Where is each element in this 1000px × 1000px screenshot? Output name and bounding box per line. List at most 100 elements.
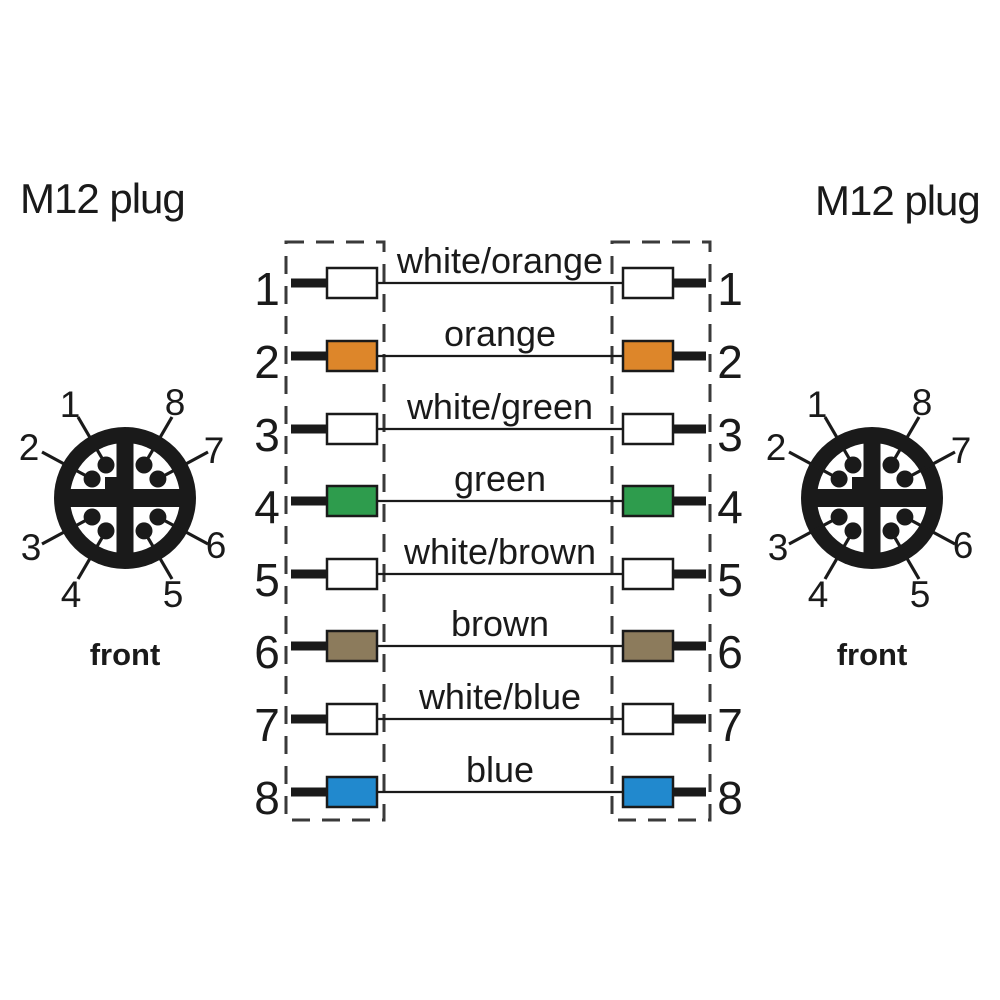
pin-label-5: 5 xyxy=(910,574,931,615)
right-pin-number: 8 xyxy=(717,772,743,824)
wire-stub-left xyxy=(291,278,327,288)
terminal-left xyxy=(325,266,379,300)
front-label: front xyxy=(90,637,161,672)
pin-contact-4 xyxy=(844,522,862,540)
left-plug-title: M12 plug xyxy=(20,175,186,222)
wire-stub-right xyxy=(673,641,706,651)
wire-color-label: green xyxy=(454,458,546,499)
wire-stub-left xyxy=(291,641,327,651)
pin-label-2: 2 xyxy=(766,427,787,468)
terminal-left xyxy=(325,412,379,446)
connector-cross-horizontal xyxy=(817,489,927,507)
pin-contact-6 xyxy=(149,508,167,526)
pin-label-8: 8 xyxy=(165,383,186,423)
pin-label-2: 2 xyxy=(19,427,40,468)
terminal-right xyxy=(621,412,675,446)
pin-label-3: 3 xyxy=(768,527,789,568)
pin-label-7: 7 xyxy=(951,430,972,471)
wire-row-4: 4 green 4 xyxy=(254,458,743,533)
terminal-right xyxy=(621,702,675,736)
wire-row-2: 2 orange 2 xyxy=(254,313,743,388)
terminal-right xyxy=(621,629,675,663)
wire-stub-left xyxy=(291,496,327,506)
wire-stub-left xyxy=(291,787,327,797)
left-pin-number: 6 xyxy=(254,626,280,678)
pin-contact-3 xyxy=(830,508,848,526)
left-pin-number: 7 xyxy=(254,699,280,751)
terminal-right xyxy=(621,775,675,809)
pin-label-8: 8 xyxy=(912,383,933,423)
terminal-right xyxy=(621,484,675,518)
pin-contact-7 xyxy=(149,470,167,488)
terminal-left xyxy=(325,702,379,736)
connector-cross-horizontal xyxy=(70,489,180,507)
terminal-right xyxy=(621,339,675,373)
connector-key-notch xyxy=(105,477,117,489)
wire-stub-right xyxy=(673,714,706,724)
wire-row-8: 8 blue 8 xyxy=(254,749,743,824)
pin-label-3: 3 xyxy=(21,527,42,568)
pin-label-4: 4 xyxy=(61,574,82,615)
right-plug-title: M12 plug xyxy=(815,177,981,224)
left-pin-number: 5 xyxy=(254,554,280,606)
left-pin-number: 8 xyxy=(254,772,280,824)
terminal-left xyxy=(325,484,379,518)
front-label: front xyxy=(837,637,908,672)
terminal-left xyxy=(325,557,379,591)
pin-label-6: 6 xyxy=(953,525,974,566)
left-connector-face: 1 8 2 7 3 6 4 5 front xyxy=(19,383,227,672)
wire-color-label: white/blue xyxy=(418,676,581,717)
wire-color-label: white/orange xyxy=(396,240,603,281)
pin-label-1: 1 xyxy=(807,384,828,425)
connector-key-notch xyxy=(852,477,864,489)
right-pin-number: 4 xyxy=(717,481,743,533)
wire-row-7: 7 white/blue 7 xyxy=(254,676,743,751)
left-terminal-dashed-box xyxy=(284,240,386,822)
wire-stub-right xyxy=(673,351,706,361)
wire-row-5: 5 white/brown 5 xyxy=(254,531,743,606)
wire-row-1: 1 white/orange 1 xyxy=(254,240,743,315)
pin-label-4: 4 xyxy=(808,574,829,615)
pin-leader-lines xyxy=(41,416,209,580)
terminal-left xyxy=(325,339,379,373)
right-pin-number: 3 xyxy=(717,409,743,461)
terminal-right xyxy=(621,266,675,300)
wire-color-label: white/green xyxy=(406,386,593,427)
wire-row-6: 6 brown 6 xyxy=(254,603,743,678)
right-pin-number: 1 xyxy=(717,263,743,315)
right-pin-number: 2 xyxy=(717,336,743,388)
pin-contact-5 xyxy=(882,522,900,540)
pin-contact-8 xyxy=(882,456,900,474)
pin-contacts xyxy=(83,456,167,540)
pin-contact-2 xyxy=(830,470,848,488)
wire-stub-left xyxy=(291,351,327,361)
left-pin-number: 3 xyxy=(254,409,280,461)
right-pin-number: 6 xyxy=(717,626,743,678)
wire-stub-right xyxy=(673,424,706,434)
wire-stub-right xyxy=(673,787,706,797)
pin-label-7: 7 xyxy=(204,430,225,471)
pin-contact-8 xyxy=(135,456,153,474)
right-connector-face: 1 8 2 7 3 6 4 5 front xyxy=(766,383,974,672)
pin-contact-2 xyxy=(83,470,101,488)
wire-stub-right xyxy=(673,496,706,506)
pin-leader-lines xyxy=(788,416,956,580)
pin-contact-1 xyxy=(97,456,115,474)
wire-stub-left xyxy=(291,714,327,724)
terminal-left xyxy=(325,629,379,663)
left-pin-number: 4 xyxy=(254,481,280,533)
right-pin-number: 5 xyxy=(717,554,743,606)
pin-label-5: 5 xyxy=(163,574,184,615)
pin-contact-4 xyxy=(97,522,115,540)
left-pin-number: 1 xyxy=(254,263,280,315)
pin-contact-1 xyxy=(844,456,862,474)
right-pin-number: 7 xyxy=(717,699,743,751)
wire-stub-right xyxy=(673,278,706,288)
pin-contact-6 xyxy=(896,508,914,526)
pin-contacts xyxy=(830,456,914,540)
wire-color-label: orange xyxy=(444,313,556,354)
wire-stub-left xyxy=(291,569,327,579)
wire-row-3: 3 white/green 3 xyxy=(254,386,743,461)
